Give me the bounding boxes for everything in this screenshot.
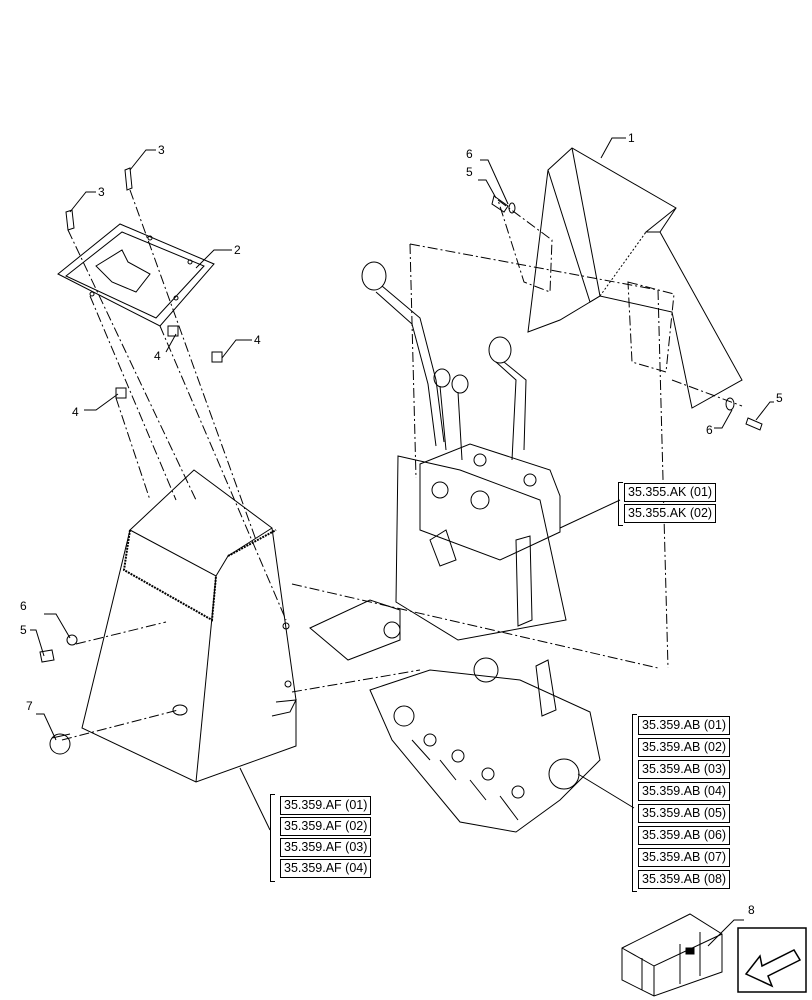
reference-link-ab-8[interactable]: 35.359.AB (08) [638, 870, 731, 889]
callout-7: 7 [26, 699, 33, 713]
reference-link-ab-7[interactable]: 35.359.AB (07) [638, 848, 731, 867]
reference-link-ab-6[interactable]: 35.359.AB (06) [638, 826, 731, 845]
clip-part-4 [115, 325, 223, 399]
reference-link-ak-1[interactable]: 35.355.AK (01) [624, 483, 717, 502]
ref-group-ab-bracket [632, 714, 637, 892]
reference-link-ab-5[interactable]: 35.359.AB (05) [638, 804, 731, 823]
callout-4c: 4 [72, 405, 79, 419]
callout-5b: 5 [776, 391, 783, 405]
reference-link-ab-3[interactable]: 35.359.AB (03) [638, 760, 731, 779]
reference-link-af-2[interactable]: 35.359.AF (02) [280, 817, 372, 836]
callout-4b: 4 [254, 333, 261, 347]
callout-2: 2 [234, 243, 241, 257]
shield-cover-part [527, 147, 743, 409]
reference-link-ak-2[interactable]: 35.355.AK (02) [624, 504, 717, 523]
console-housing-part [81, 469, 297, 783]
crate-icon [621, 913, 723, 997]
reference-link-af-3[interactable]: 35.359.AF (03) [280, 838, 372, 857]
callout-3b: 3 [98, 185, 105, 199]
callout-5a: 5 [466, 165, 473, 179]
reference-link-ab-1[interactable]: 35.359.AB (01) [638, 716, 731, 735]
callout-6b: 6 [706, 423, 713, 437]
callout-6a: 6 [466, 147, 473, 161]
reference-link-ab-4[interactable]: 35.359.AB (04) [638, 782, 731, 801]
control-valve-assembly [309, 261, 601, 833]
callout-3a: 3 [158, 143, 165, 157]
construction-lines [61, 189, 743, 741]
arrow-back-icon[interactable] [737, 927, 807, 993]
leader-lines [30, 137, 774, 947]
callout-4a: 4 [154, 349, 161, 363]
ref-group-af-bracket [270, 794, 275, 882]
callout-6c: 6 [20, 599, 27, 613]
bolt-part-5 [39, 195, 763, 663]
reference-link-ab-2[interactable]: 35.359.AB (02) [638, 738, 731, 757]
screw-part-3 [65, 167, 133, 231]
reference-link-af-4[interactable]: 35.359.AF (04) [280, 859, 372, 878]
reference-link-af-1[interactable]: 35.359.AF (01) [280, 796, 372, 815]
ref-group-ak-bracket [618, 482, 623, 526]
callout-5c: 5 [20, 623, 27, 637]
plug-part-7 [49, 733, 71, 755]
callout-1: 1 [628, 131, 635, 145]
top-plate-part [57, 223, 215, 327]
callout-8: 8 [748, 903, 755, 917]
washer-part-6 [66, 202, 735, 646]
callout-labels: 1 2 3 3 4 4 4 5 5 5 6 6 6 7 8 [20, 131, 783, 917]
